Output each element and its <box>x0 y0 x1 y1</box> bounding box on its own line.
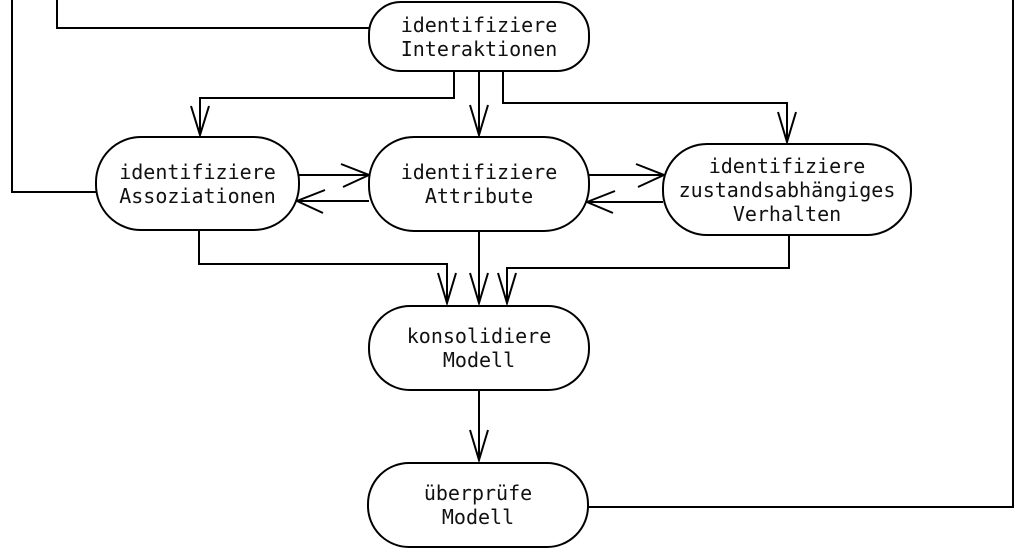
edge-konsolidiere-to-ueberpruefe <box>469 391 489 464</box>
node-label-line: identifiziere <box>400 160 558 184</box>
edge-verhalten-to-attribute <box>584 190 663 214</box>
node-label-line: konsolidiere <box>406 324 552 348</box>
node-label-line: Interaktionen <box>400 36 558 61</box>
node-identifiziere-assoziationen: identifiziere Assoziationen <box>95 136 300 231</box>
edge-attribute-to-assoziationen <box>294 189 369 214</box>
node-identifiziere-zustandsabhaengiges-verhalten: identifiziere zustandsabhängiges Verhalt… <box>662 143 912 236</box>
node-konsolidiere-modell: konsolidiere Modell <box>368 305 590 391</box>
edge-assoziationen-to-attribute <box>299 163 372 188</box>
node-label-line: Assoziationen <box>119 183 276 208</box>
node-label-line: zustandsabhängiges <box>678 177 896 202</box>
edge-interaktionen-to-attribute <box>469 72 489 139</box>
edge-verhalten-to-konsolidiere <box>497 236 790 307</box>
node-label-line: Modell <box>441 505 515 529</box>
node-label-line: Attribute <box>424 184 534 208</box>
edge-interaktionen-to-assoziationen <box>190 72 455 139</box>
edge-attribute-to-konsolidiere <box>469 232 489 307</box>
edge-assoziationen-to-konsolidiere <box>198 231 457 307</box>
edge-attribute-to-verhalten <box>589 163 667 188</box>
edge-ueberpruefe-feedback-right <box>589 0 1014 508</box>
edge-feedback-into-assoziationen <box>11 0 96 193</box>
node-label-line: identifiziere <box>708 153 866 178</box>
node-label-line: identifiziere <box>119 159 276 184</box>
node-identifiziere-interaktionen: identifiziere Interaktionen <box>368 1 590 72</box>
edge-interaktionen-to-verhalten <box>502 72 797 146</box>
node-label-line: Modell <box>442 348 516 372</box>
node-label-line: identifiziere <box>400 12 558 37</box>
node-ueberpruefe-modell: überprüfe Modell <box>367 462 589 548</box>
node-label-line: überprüfe <box>423 481 533 505</box>
node-identifiziere-attribute: identifiziere Attribute <box>368 136 590 232</box>
edge-feedback-into-interaktionen <box>56 0 369 29</box>
node-label-line: Verhalten <box>732 201 842 226</box>
